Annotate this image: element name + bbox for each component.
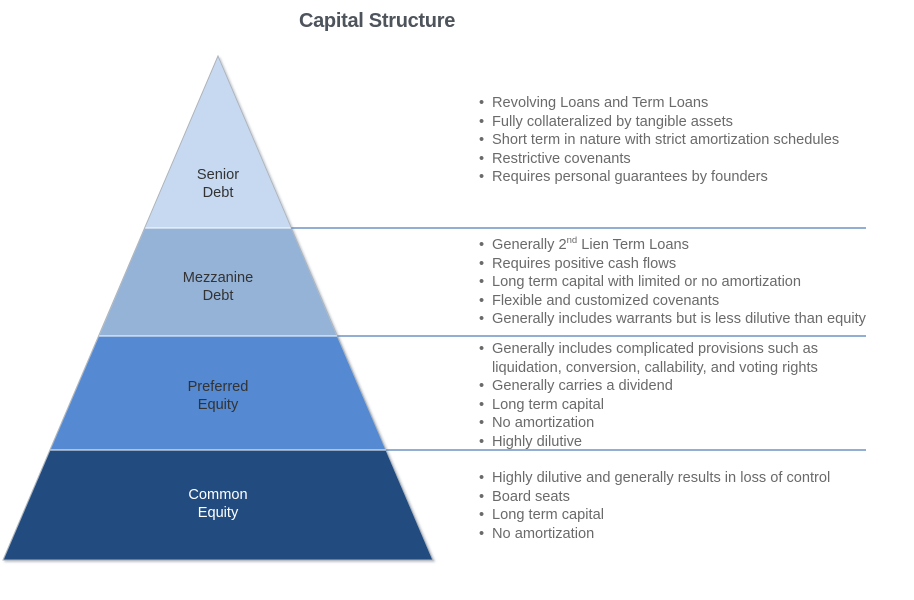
senior-debt-bullet-list: Revolving Loans and Term Loans Fully col… bbox=[478, 94, 868, 187]
tier-label-senior-debt: Senior Debt bbox=[196, 167, 240, 201]
bullet-item: Short term in nature with strict amortiz… bbox=[478, 131, 868, 150]
bullet-text-part: Generally 2 bbox=[492, 237, 567, 253]
pyramid-outline bbox=[2, 54, 434, 561]
bullet-item: Long term capital bbox=[478, 506, 868, 525]
bullet-item: Board seats bbox=[478, 488, 868, 507]
bullet-item: Revolving Loans and Term Loans bbox=[478, 94, 868, 113]
bullet-item: No amortization bbox=[478, 525, 868, 544]
bullet-item: Generally 2nd Lien Term Loans bbox=[478, 236, 868, 255]
bullet-item: Restrictive covenants bbox=[478, 150, 868, 169]
mezzanine-debt-bullet-list: Generally 2nd Lien Term Loans Requires p… bbox=[478, 236, 868, 329]
bullet-item: No amortization bbox=[478, 414, 868, 433]
bullet-item: Highly dilutive and generally results in… bbox=[478, 469, 868, 488]
bullet-item: Requires positive cash flows bbox=[478, 255, 868, 274]
bullet-item: Generally carries a dividend bbox=[478, 377, 868, 396]
bullet-item: Highly dilutive bbox=[478, 433, 868, 452]
bullet-item: Requires personal guarantees by founders bbox=[478, 168, 868, 187]
common-equity-bullet-list: Highly dilutive and generally results in… bbox=[478, 469, 868, 543]
tier-label-mezzanine-debt: Mezzanine Debt bbox=[182, 270, 254, 304]
tier-label-preferred-equity: Preferred Equity bbox=[187, 379, 249, 413]
bullet-item: Generally includes complicated provision… bbox=[478, 340, 868, 377]
page-title: Capital Structure bbox=[298, 10, 456, 32]
bullet-item: Flexible and customized covenants bbox=[478, 292, 868, 311]
tier-label-common-equity: Common Equity bbox=[188, 487, 248, 521]
ordinal-superscript: nd bbox=[566, 235, 578, 247]
bullet-item: Fully collateralized by tangible assets bbox=[478, 113, 868, 132]
preferred-equity-bullet-list: Generally includes complicated provision… bbox=[478, 340, 868, 451]
bullet-item: Long term capital bbox=[478, 396, 868, 415]
bullet-item: Long term capital with limited or no amo… bbox=[478, 273, 868, 292]
tier-senior-debt-shape bbox=[144, 55, 292, 229]
bullet-item: Generally includes warrants but is less … bbox=[478, 310, 868, 329]
bullet-text-part: Lien Term Loans bbox=[577, 237, 689, 253]
